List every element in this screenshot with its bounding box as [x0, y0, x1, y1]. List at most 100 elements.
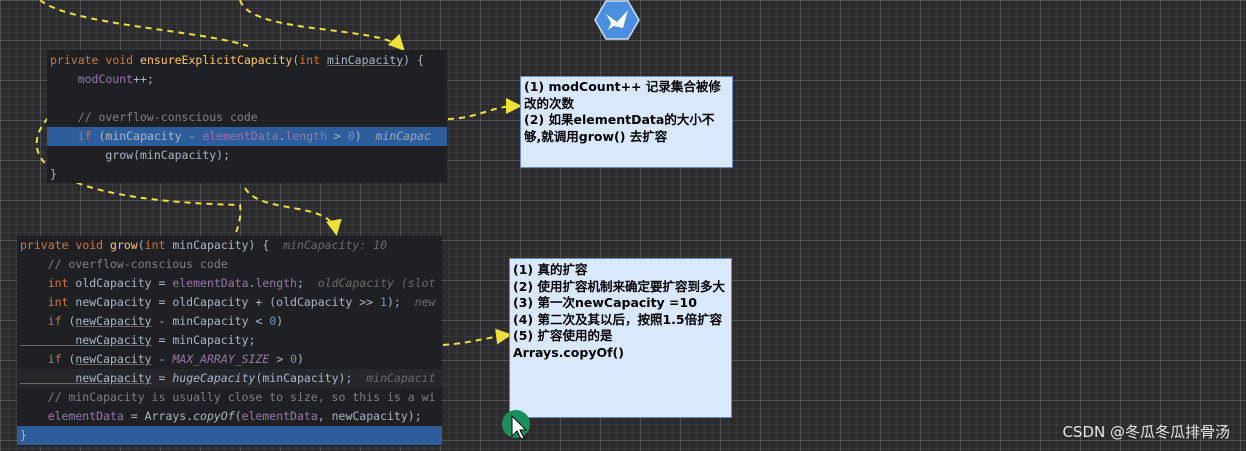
code-token: minCapacit — [366, 371, 436, 385]
code-line: int newCapacity = oldCapacity + (oldCapa… — [17, 293, 442, 312]
code-line: modCount++; — [47, 70, 447, 89]
code-line: if (newCapacity - minCapacity < 0) — [17, 312, 442, 331]
code-line: private void grow(int minCapacity) { min… — [17, 236, 442, 255]
code-token: grow — [110, 238, 138, 252]
code-line: int oldCapacity = elementData.length; ol… — [17, 274, 442, 293]
code-token: grow(minCapacity); — [50, 148, 231, 162]
code-token: ( — [137, 238, 145, 252]
code-token: if — [20, 352, 69, 366]
code-token: minCapacity: 10 — [283, 238, 387, 252]
note-bottom-explanation: (1) 真的扩容 (2) 使用扩容机制来确定要扩容到多大 (3) 第一次newC… — [509, 258, 732, 418]
code-line: elementData = Arrays.copyOf(elementData,… — [17, 407, 442, 426]
code-token: . — [248, 276, 256, 290]
note-bottom-line-1: (1) 真的扩容 — [513, 262, 588, 277]
code-line: newCapacity = hugeCapacity(minCapacity);… — [17, 369, 442, 388]
arrow-loop-left — [35, 117, 242, 239]
code-token: newCapacity — [75, 352, 152, 366]
code-token: MAX_ARRAY_SIZE — [172, 352, 270, 366]
note-bottom-line-3: (3) 第一次newCapacity =10 — [513, 295, 697, 310]
code-token: ) — [276, 314, 284, 328]
arrow-to-note-bottom — [442, 328, 512, 346]
code-token: oldCapacity (slot — [317, 276, 436, 290]
code-token: new — [414, 295, 436, 309]
code-token: newCapacity — [75, 314, 152, 328]
watermark: CSDN @冬瓜冬瓜排骨汤 — [1062, 423, 1230, 441]
code-token: int — [299, 53, 327, 67]
code-token: minCapac — [375, 129, 431, 143]
code-token: 0 — [347, 129, 355, 143]
code-token: if — [50, 129, 99, 143]
code-line: // minCapacity is usually close to size,… — [17, 388, 442, 407]
code-token: ensureExplicitCapacity — [140, 53, 293, 67]
code-token: length — [285, 129, 327, 143]
code-token: ( — [68, 314, 76, 328]
code-token: ) — [354, 129, 376, 143]
code-token: } — [50, 167, 57, 181]
code-line: newCapacity = minCapacity; — [17, 331, 442, 350]
note-bottom-line-5: (5) 扩容使用的是 Arrays.copyOf() — [513, 328, 624, 360]
code-token: 0 — [290, 352, 298, 366]
code-line — [47, 89, 447, 108]
code-line: } — [47, 165, 447, 183]
code-panel-grow: private void grow(int minCapacity) { min… — [17, 236, 442, 446]
code-token: hugeCapacity — [172, 371, 256, 385]
code-token: ( — [292, 53, 300, 67]
code-token: newCapacity — [20, 333, 152, 347]
note-top-explanation: (1) modCount++ 记录集合被修改的次数 (2) 如果elementD… — [520, 76, 733, 168]
code-token: elementData — [172, 276, 249, 290]
code-token: elementData — [202, 129, 279, 143]
code-token: newCapacity — [20, 371, 152, 385]
arrow-into-top-code-2 — [239, 0, 405, 51]
note-top-line-2: (2) 如果elementData的大小不够,就调用grow() 去扩容 — [524, 112, 715, 144]
code-token: // overflow-conscious code — [20, 257, 228, 271]
code-line: } — [17, 426, 442, 445]
note-bottom-line-2: (2) 使用扩容机制来确定要扩容到多大 — [513, 278, 725, 294]
code-token: . — [278, 129, 286, 143]
code-panel-ensure-explicit-capacity: private void ensureExplicitCapacity(int … — [47, 50, 447, 183]
code-line: // overflow-conscious code — [17, 255, 442, 274]
code-line: if (minCapacity - elementData.length > 0… — [47, 127, 447, 146]
note-bottom-line-4: (4) 第二次及其以后，按照1.5倍扩容 — [513, 311, 723, 327]
cursor-icon — [502, 410, 530, 440]
code-token: ); — [386, 295, 415, 309]
code-token: (minCapacity); — [255, 371, 367, 385]
code-token: ( — [68, 352, 76, 366]
code-token: (minCapacity - — [98, 129, 203, 143]
arrow-to-note-top — [447, 98, 522, 120]
code-token: = minCapacity; — [151, 333, 256, 347]
code-token: private — [20, 238, 76, 252]
code-token: void — [75, 238, 111, 252]
code-token: ++; — [133, 72, 154, 86]
code-token: copyOf — [193, 409, 235, 423]
code-token: minCapacity) { — [172, 238, 284, 252]
code-token: int — [144, 238, 173, 252]
code-token: - minCapacity < — [151, 314, 270, 328]
code-token: - — [151, 352, 173, 366]
code-token: = — [151, 371, 173, 385]
code-token: int — [20, 276, 76, 290]
code-token: ) — [297, 352, 304, 366]
code-token: // minCapacity is usually close to size,… — [20, 390, 436, 404]
code-token: void — [105, 53, 141, 67]
code-token: oldCapacity = — [75, 276, 173, 290]
code-token: } — [20, 428, 27, 442]
code-token: elementData — [20, 409, 124, 423]
arrow-into-top-code-1 — [39, 0, 249, 47]
app-logo-icon[interactable] — [594, 0, 640, 40]
code-token: minCapacity — [326, 53, 404, 67]
code-token: private — [50, 53, 106, 67]
code-token: // overflow-conscious code — [50, 110, 258, 124]
arrow-into-grow — [244, 187, 342, 236]
code-token: ; — [296, 276, 318, 290]
code-line: grow(minCapacity); — [47, 146, 447, 165]
code-token: if — [20, 314, 69, 328]
code-token: ( — [234, 409, 242, 423]
code-token: newCapacity = oldCapacity + (oldCapacity… — [75, 295, 381, 309]
code-token: > — [269, 352, 291, 366]
code-line: if (newCapacity - MAX_ARRAY_SIZE > 0) — [17, 350, 442, 369]
code-token: length — [255, 276, 297, 290]
code-token: int — [20, 295, 76, 309]
code-token: 0 — [269, 314, 277, 328]
code-token: = Arrays. — [123, 409, 194, 423]
